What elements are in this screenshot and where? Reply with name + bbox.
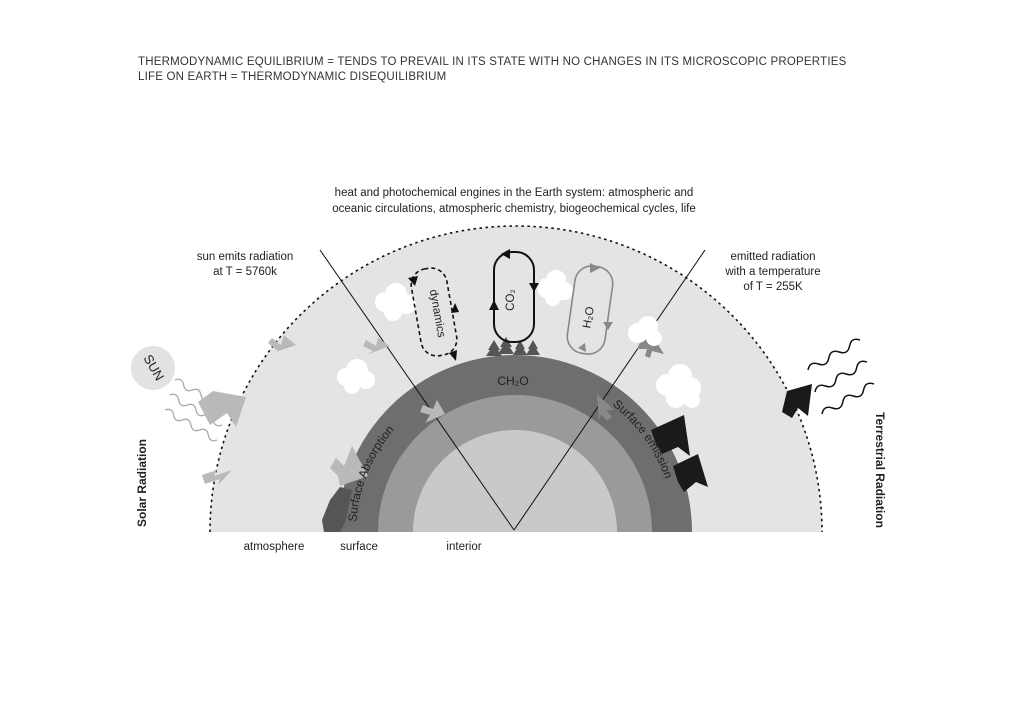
solar-arrows (198, 335, 445, 486)
atmosphere-boundary (209, 225, 823, 533)
emission-arrow-light (597, 394, 614, 421)
solar-arrow-absorb-1 (420, 400, 445, 423)
emission-arrow-dark-2 (673, 454, 708, 492)
h2o-arrow-1 (590, 263, 600, 273)
solar-arrow-absorb-2 (330, 446, 368, 486)
solar-arrow-out-left (202, 470, 232, 485)
cloud-5 (656, 364, 701, 408)
co2-arrow-3 (489, 300, 499, 310)
dynamics-cycle (408, 267, 459, 361)
dynamics-arrow-1 (408, 276, 418, 286)
terrestrial-radiation-waves (807, 338, 875, 415)
sun-emits-line-2: at T = 5760k (213, 266, 277, 278)
header-line-1: THERMODYNAMIC EQUILIBRIUM = TENDS TO PRE… (138, 56, 847, 68)
incoming-beam-line (319, 249, 515, 531)
terrestrial-arrows (651, 384, 812, 492)
rock-bump (322, 487, 352, 532)
terrestrial-radiation-label: Terrestrial Radiation (873, 412, 887, 528)
cloud-1 (337, 359, 375, 394)
h2o-label: H₂O (581, 306, 597, 330)
co2-cycle (489, 249, 539, 343)
engines-caption-line-1: heat and photochemical engines in the Ea… (335, 187, 694, 199)
trees (486, 337, 540, 356)
co2-arrow-2 (529, 283, 539, 292)
layer-atmosphere-label: atmosphere (244, 541, 305, 553)
cloud-3 (537, 270, 573, 306)
outgoing-beam-line (513, 249, 706, 531)
sun-emits-line-1: sun emits radiation (197, 251, 294, 263)
emission-arrow-dark-3 (782, 384, 812, 418)
emitted-line-3: of T = 255K (743, 281, 803, 293)
h2o-arrow-2 (603, 322, 613, 330)
h2o-arrow-3 (578, 343, 586, 352)
dynamics-arrow-3 (449, 350, 457, 361)
h2o-cycle (566, 263, 614, 355)
solar-radiation-label: Solar Radiation (135, 439, 149, 527)
dynamics-arrow-2 (451, 303, 459, 313)
emitted-line-2: with a temperature (724, 266, 820, 278)
emitted-line-1: emitted radiation (730, 251, 815, 263)
layer-interior-label: interior (446, 541, 481, 553)
sun-disc (131, 346, 175, 390)
emission-arrow-dark-1 (651, 415, 690, 456)
cloud-4 (628, 316, 662, 346)
solar-arrow-up-mid (363, 338, 390, 355)
ch2o-label: CH₂O (497, 374, 528, 388)
header-line-2: LIFE ON EARTH = THERMODYNAMIC DISEQUILIB… (138, 71, 447, 83)
clouds (337, 270, 701, 408)
co2-label: CO₂ (505, 289, 517, 311)
engines-caption-line-2: oceanic circulations, atmospheric chemis… (332, 203, 695, 215)
layer-surface-label: surface (340, 541, 378, 553)
earth-core (413, 430, 617, 532)
solar-arrow-up-left (268, 335, 296, 354)
co2-arrow-1 (501, 249, 510, 259)
header: THERMODYNAMIC EQUILIBRIUM = TENDS TO PRE… (138, 55, 846, 85)
solar-arrow-big (198, 391, 246, 427)
cloud-2 (375, 283, 416, 321)
